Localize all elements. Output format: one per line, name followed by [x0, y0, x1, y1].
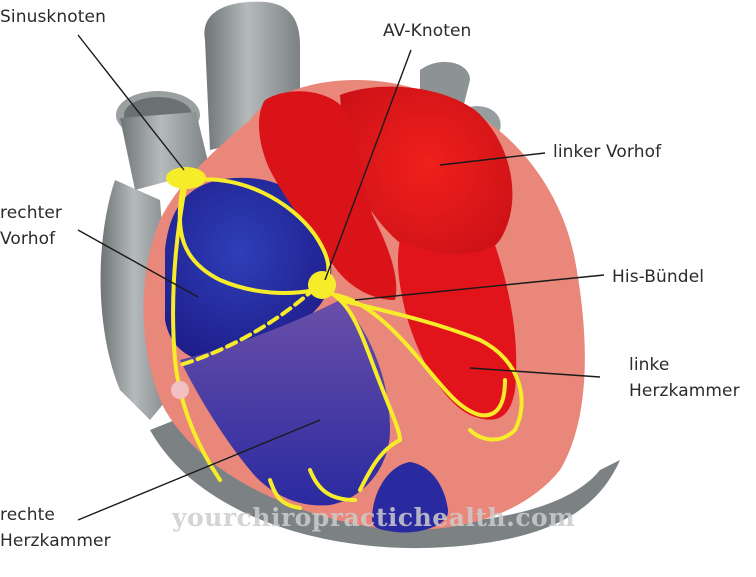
label-sinusknoten: Sinusknoten — [0, 7, 106, 27]
valve-marker — [171, 381, 189, 399]
label-linker-vorhof: linker Vorhof — [553, 142, 662, 162]
label-rechte-herzkammer: rechte Herzkammer — [0, 505, 111, 551]
aorta-section — [258, 91, 397, 300]
right-atrium — [165, 177, 332, 361]
label-rechter-vorhof: rechter Vorhof — [0, 203, 63, 249]
label-his-buendel: His-Bündel — [612, 267, 705, 287]
sinus-node — [166, 167, 206, 189]
label-linke-herzkammer: linke Herzkammer — [629, 355, 740, 401]
leader-lines — [77, 34, 605, 521]
right-ventricle-lower — [372, 462, 449, 533]
av-node — [308, 271, 336, 299]
conduction-system — [171, 177, 524, 510]
left-atrium — [340, 86, 513, 263]
right-ventricle — [180, 300, 390, 506]
label-av-knoten: AV-Knoten — [383, 21, 472, 41]
watermark: yourchiropractichealth.com — [172, 503, 576, 532]
